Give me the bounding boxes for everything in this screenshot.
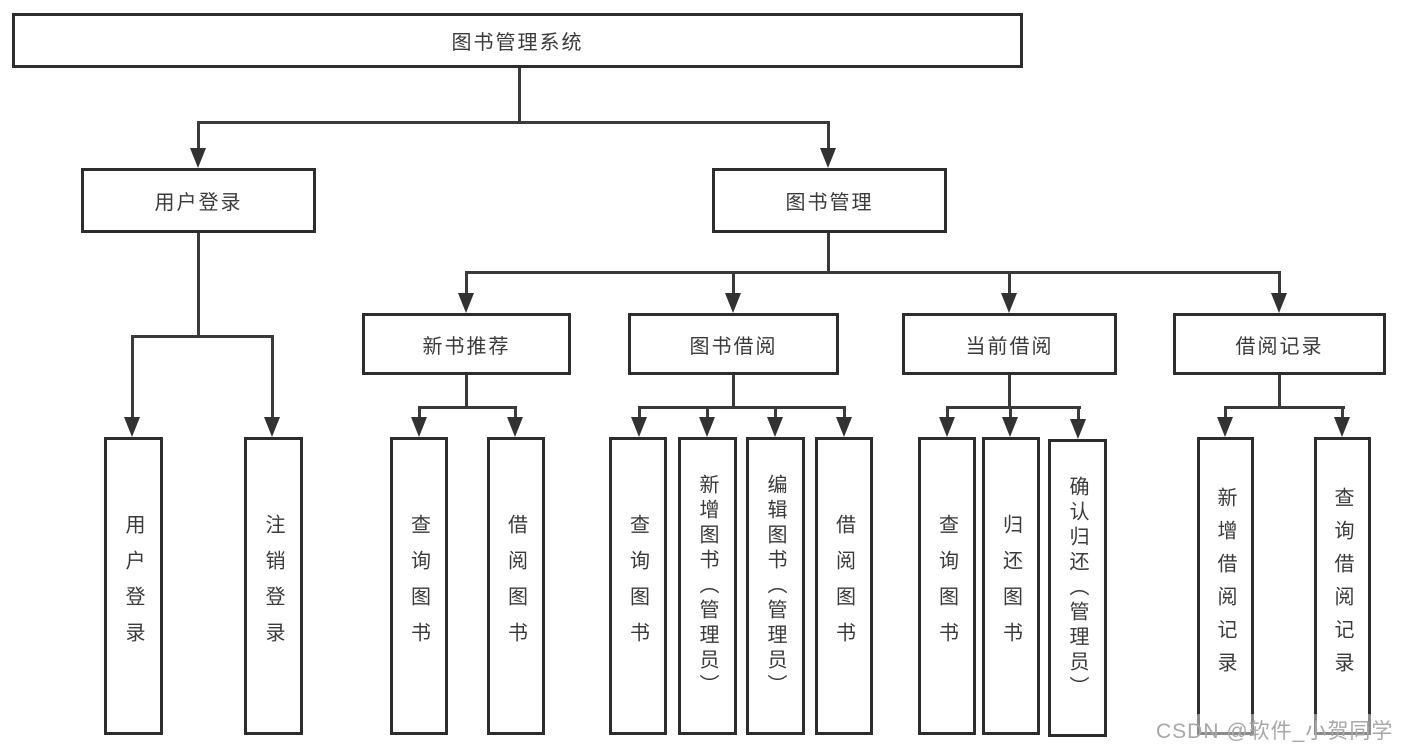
leaf-newbook-query-label: 查询图书 xyxy=(407,514,430,658)
connector xyxy=(514,406,517,419)
leaf-user-login-label: 用户登录 xyxy=(122,514,144,658)
node-root: 图书管理系统 xyxy=(12,13,1023,68)
leaf-logout: 注销登录 xyxy=(244,437,303,735)
leaf-newbook-borrow-label: 借阅图书 xyxy=(504,514,527,658)
connector xyxy=(418,406,517,409)
connector xyxy=(1224,406,1227,419)
leaf-borrow-add-book-label: 新增图书（管理员） xyxy=(696,473,718,699)
connector xyxy=(1341,406,1344,419)
node-book-borrow: 图书借阅 xyxy=(628,313,839,375)
connector xyxy=(465,271,468,295)
connector xyxy=(131,335,134,419)
connector xyxy=(638,406,846,409)
leaf-borrow-edit-book: 编辑图书（管理员） xyxy=(746,437,805,735)
leaf-borrow-query-label: 查询图书 xyxy=(626,514,649,658)
leaf-newbook-borrow: 借阅图书 xyxy=(487,437,545,735)
connector xyxy=(197,233,200,336)
node-current-borrow-label: 当前借阅 xyxy=(965,335,1054,358)
connector xyxy=(271,335,274,419)
leaf-return-book: 归还图书 xyxy=(982,437,1040,735)
node-root-label: 图书管理系统 xyxy=(451,32,584,54)
connector xyxy=(1077,406,1080,421)
arrowhead xyxy=(1334,417,1350,437)
arrowhead xyxy=(699,417,715,437)
node-new-book-recommend-label: 新书推荐 xyxy=(422,335,511,358)
leaf-record-add: 新增借阅记录 xyxy=(1197,437,1254,735)
arrowhead xyxy=(458,293,474,313)
connector xyxy=(1009,406,1012,419)
connector xyxy=(827,121,830,151)
connector xyxy=(1008,271,1011,295)
arrowhead xyxy=(631,417,647,437)
arrowhead xyxy=(124,417,140,437)
node-current-borrow: 当前借阅 xyxy=(902,313,1117,375)
watermark-text: CSDN @软件_小贺同学 xyxy=(1152,714,1398,746)
leaf-record-query: 查询借阅记录 xyxy=(1314,437,1371,735)
arrowhead xyxy=(939,417,955,437)
connector xyxy=(946,406,949,419)
connector xyxy=(706,406,709,419)
arrowhead xyxy=(820,148,836,168)
connector xyxy=(131,335,274,338)
node-borrow-record-label: 借阅记录 xyxy=(1235,335,1324,358)
node-user-login-label: 用户登录 xyxy=(154,192,243,214)
node-book-management: 图书管理 xyxy=(712,168,947,233)
connector xyxy=(638,406,641,419)
arrowhead xyxy=(1217,417,1233,437)
connector xyxy=(774,406,777,419)
arrowhead xyxy=(507,417,523,437)
arrowhead xyxy=(1070,419,1086,439)
leaf-borrow-book-label: 借阅图书 xyxy=(832,514,855,658)
connector xyxy=(946,406,1081,409)
node-book-borrow-label: 图书借阅 xyxy=(689,335,778,358)
arrowhead xyxy=(411,417,427,437)
connector xyxy=(1278,375,1281,408)
node-new-book-recommend: 新书推荐 xyxy=(362,313,571,375)
arrowhead xyxy=(836,417,852,437)
leaf-current-query-label: 查询图书 xyxy=(935,514,958,658)
connector xyxy=(732,375,735,408)
leaf-logout-label: 注销登录 xyxy=(262,514,284,658)
arrowhead xyxy=(1271,293,1287,313)
arrowhead xyxy=(1001,293,1017,313)
leaf-record-add-label: 新增借阅记录 xyxy=(1214,487,1236,685)
leaf-record-query-label: 查询借阅记录 xyxy=(1331,487,1353,685)
arrowhead xyxy=(1002,417,1018,437)
connector xyxy=(843,406,846,419)
leaf-confirm-return-label: 确认归还（管理员） xyxy=(1066,475,1088,701)
leaf-return-book-label: 归还图书 xyxy=(999,514,1022,658)
connector xyxy=(1008,375,1011,408)
connector xyxy=(518,68,521,124)
leaf-borrow-add-book: 新增图书（管理员） xyxy=(678,437,737,735)
connector xyxy=(732,271,735,295)
leaf-borrow-book: 借阅图书 xyxy=(815,437,873,735)
connector xyxy=(197,121,200,151)
leaf-borrow-query: 查询图书 xyxy=(609,437,667,735)
arrowhead xyxy=(725,293,741,313)
leaf-confirm-return: 确认归还（管理员） xyxy=(1048,439,1107,737)
arrowhead xyxy=(767,417,783,437)
connector xyxy=(1278,271,1281,295)
connector xyxy=(1224,406,1345,409)
node-borrow-record: 借阅记录 xyxy=(1173,313,1386,375)
leaf-user-login: 用户登录 xyxy=(104,437,163,735)
node-book-management-label: 图书管理 xyxy=(785,192,874,214)
leaf-newbook-query: 查询图书 xyxy=(390,437,448,735)
connector xyxy=(418,406,421,419)
connector xyxy=(465,271,1281,274)
arrowhead xyxy=(190,148,206,168)
leaf-current-query: 查询图书 xyxy=(918,437,976,735)
leaf-borrow-edit-book-label: 编辑图书（管理员） xyxy=(764,473,786,699)
connector xyxy=(827,233,830,273)
arrowhead xyxy=(264,417,280,437)
node-user-login: 用户登录 xyxy=(81,168,316,233)
connector xyxy=(465,375,468,408)
connector xyxy=(197,121,830,124)
